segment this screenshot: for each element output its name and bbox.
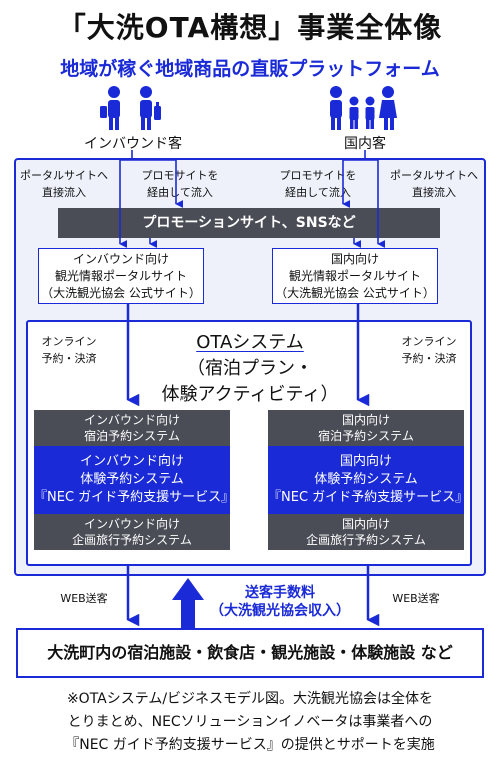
ota-title: OTAシステム （宿泊プラン・ 体験アクティビティ） — [161, 332, 339, 405]
traveler-icon — [100, 86, 120, 130]
domestic-system-stack: 国内向け宿泊予約システム 国内向け体験予約システム『NEC ガイド予約支援サービ… — [268, 410, 468, 550]
domestic-tour-system: 国内向け企画旅行予約システム — [268, 514, 464, 550]
commission-arrow — [172, 578, 204, 628]
page-subtitle: 地域が稼ぐ地域商品の直販プラットフォーム — [60, 58, 440, 80]
left-promo-flow-label: プロモサイトを経由して流入 — [141, 169, 219, 199]
web-send-right-label: WEB送客 — [392, 592, 440, 605]
traveler-icon — [140, 86, 161, 130]
visitor-icons — [100, 86, 397, 130]
domestic-portal-box: 国内向け観光情報ポータルサイト（大洗観光協会 公式サイト） — [272, 248, 438, 304]
domestic-visitor-label: 国内客 — [344, 136, 386, 152]
right-direct-flow-label: ポータルサイトへ直接流入 — [390, 169, 478, 199]
domestic-lodging-system: 国内向け宿泊予約システム — [268, 410, 464, 446]
promotion-bar: プロモーションサイト、SNSなど — [58, 208, 440, 238]
inbound-visitor-label: インバウンド客 — [84, 136, 182, 152]
commission-label: 送客手数料（大洗観光協会収入） — [210, 585, 350, 619]
inbound-tour-system: インバウンド向け企画旅行予約システム — [34, 514, 230, 550]
footnote: ※OTAシステム/ビジネスモデル図。大洗観光協会は全体をとりまとめ、NECソリュ… — [65, 691, 435, 753]
inbound-lodging-system: インバウンド向け宿泊予約システム — [34, 410, 230, 446]
left-online-label: オンライン予約・決済 — [41, 335, 97, 365]
inbound-portal-box: インバウンド向け観光情報ポータルサイト（大洗観光協会 公式サイト） — [38, 248, 204, 304]
domestic-experience-system: 国内向け体験予約システム『NEC ガイド予約支援サービス』 — [268, 446, 468, 514]
inbound-system-stack: インバウンド向け宿泊予約システム インバウンド向け体験予約システム『NEC ガイ… — [34, 410, 234, 550]
local-facilities-box: 大洗町内の宿泊施設・飲食店・観光施設・体験施設 など — [16, 628, 484, 678]
right-online-label: オンライン予約・決済 — [401, 335, 457, 365]
right-promo-flow-label: プロモサイトを経由して流入 — [279, 169, 357, 199]
family-icon — [330, 86, 397, 130]
inbound-experience-system: インバウンド向け体験予約システム『NEC ガイド予約支援サービス』 — [34, 446, 234, 514]
page-title: 「大洗OTA構想」事業全体像 — [57, 11, 443, 44]
left-direct-flow-label: ポータルサイトへ直接流入 — [20, 169, 108, 199]
web-send-left-label: WEB送客 — [60, 592, 108, 605]
